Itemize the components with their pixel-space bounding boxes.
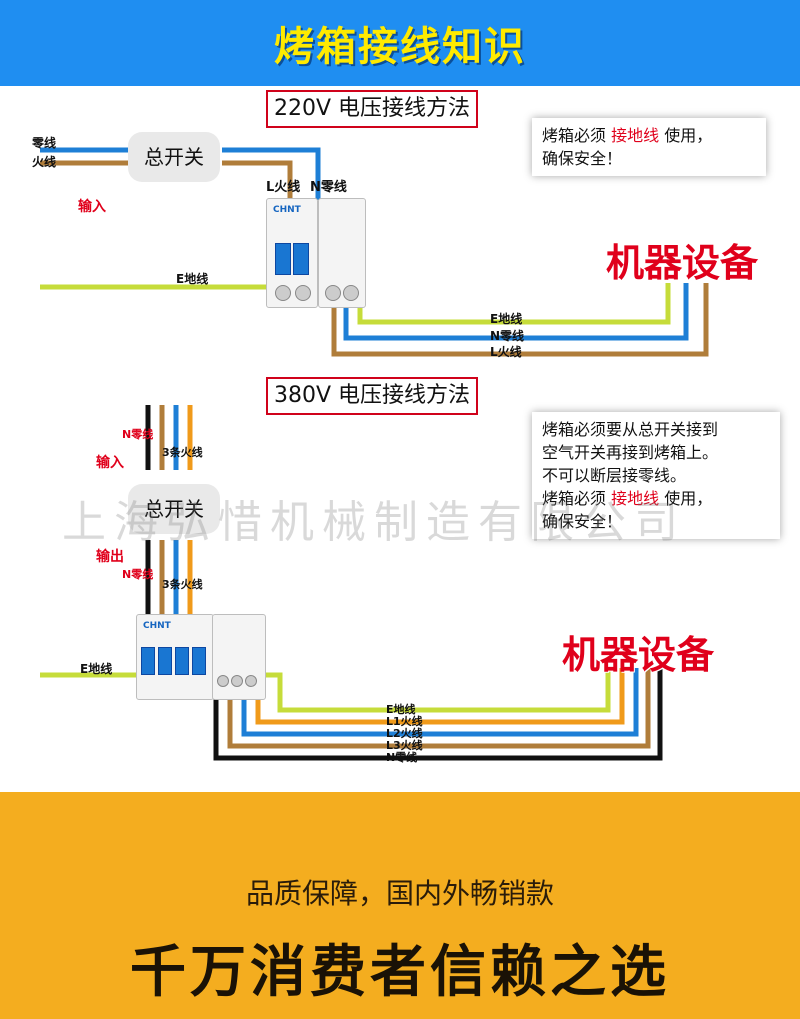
note-220-suffix: 使用， [664, 126, 713, 145]
breaker-380-main: CHNT [136, 614, 214, 700]
label-input-380: 输入 [96, 455, 124, 471]
note-380-suffix: 使用， [664, 489, 713, 508]
breaker-handle [175, 647, 189, 675]
label-output-380: 输出 [96, 549, 124, 565]
label-out-earth-380: E地线 [386, 703, 416, 716]
device-label-220: 机器设备 [606, 241, 759, 285]
note-380: 烤箱必须要从总开关接到 空气开关再接到烤箱上。 不可以断层接零线。 烤箱必须 接… [532, 412, 780, 539]
breaker-handle [275, 243, 291, 275]
main-switch-220: 总开关 [128, 132, 220, 182]
out-neutral-wire-220 [343, 283, 689, 341]
label-earth-380: E地线 [80, 662, 113, 676]
wires-380v [40, 405, 663, 761]
out-live-wire-220 [331, 283, 709, 357]
l3-wire [227, 668, 651, 749]
device-label-380: 机器设备 [562, 633, 715, 677]
note-380-prefix: 烤箱必须 [542, 489, 607, 508]
note-220-line2: 确保安全！ [542, 149, 623, 168]
label-in-3live: 3条火线 [162, 446, 203, 459]
label-n-neutral: N零线 [310, 180, 347, 195]
breaker-handle [192, 647, 206, 675]
breaker-terminal [245, 675, 257, 687]
label-l1: L1火线 [386, 715, 423, 728]
note-380-line3: 不可以断层接零线。 [542, 466, 687, 485]
section-title-220v: 220V 电压接线方法 [266, 90, 479, 128]
earth-wire-380 [40, 668, 611, 713]
note-380-line5: 确保安全！ [542, 512, 623, 531]
breaker-terminal [231, 675, 243, 687]
label-l-live: L火线 [266, 180, 301, 195]
note-220-prefix: 烤箱必须 [542, 126, 607, 145]
footer-subtitle: 品质保障，国内外畅销款 [245, 877, 554, 910]
note-380-line2: 空气开关再接到烤箱上。 [542, 443, 719, 462]
watermark: 上海弘惜机械制造有限公司 [62, 497, 686, 548]
label-earth-220: E地线 [176, 272, 209, 286]
note-220-highlight: 接地线 [611, 126, 660, 145]
footer-slogan: 千万消费者信赖之选 [130, 940, 670, 1005]
label-input-live: 火线 [32, 155, 57, 169]
breaker-handle [141, 647, 155, 675]
wires-220v [40, 147, 709, 357]
breaker-handle [293, 243, 309, 275]
label-n-380: N零线 [386, 751, 418, 764]
breaker-terminal [325, 285, 341, 301]
l1-wire [255, 668, 625, 725]
note-380-line1: 烤箱必须要从总开关接到 [542, 420, 719, 439]
switch-neutral-wire [222, 147, 321, 200]
breaker-220-leakage [318, 198, 366, 308]
label-out-live-220: L火线 [490, 345, 522, 359]
header-banner: 烤箱接线知识 [0, 0, 800, 86]
breaker-brand: CHNT [273, 205, 301, 215]
breaker-380-leakage [212, 614, 266, 700]
section-title-380v: 380V 电压接线方法 [266, 377, 479, 415]
wiring-diagram [40, 147, 709, 761]
label-out-neutral-220: N零线 [490, 329, 525, 343]
label-input-220: 输入 [78, 199, 106, 215]
label-out-3live: 3条火线 [162, 578, 203, 591]
label-in-n-380: N零线 [122, 428, 154, 441]
n-wire-380 [213, 668, 663, 761]
switch-live-wire [222, 160, 293, 200]
label-out-n-380: N零线 [122, 568, 154, 581]
label-out-earth-220: E地线 [490, 312, 523, 326]
breaker-handle [158, 647, 172, 675]
breaker-terminal [295, 285, 311, 301]
note-220: 烤箱必须 接地线 使用， 确保安全！ [532, 118, 766, 176]
earth-wire-220 [40, 283, 671, 325]
footer-banner: 品质保障，国内外畅销款 千万消费者信赖之选 [0, 792, 800, 1019]
l2-wire [241, 668, 639, 737]
breaker-brand: CHNT [143, 621, 171, 631]
breaker-terminal [343, 285, 359, 301]
page-title: 烤箱接线知识 [274, 24, 526, 70]
main-switch-380: 总开关 [128, 484, 220, 534]
breaker-terminal [275, 285, 291, 301]
label-l2: L2火线 [386, 727, 423, 740]
label-l3: L3火线 [386, 739, 423, 752]
label-input-neutral: 零线 [32, 136, 57, 150]
breaker-terminal [217, 675, 229, 687]
breaker-220-main: CHNT [266, 198, 318, 308]
note-380-highlight: 接地线 [611, 489, 660, 508]
